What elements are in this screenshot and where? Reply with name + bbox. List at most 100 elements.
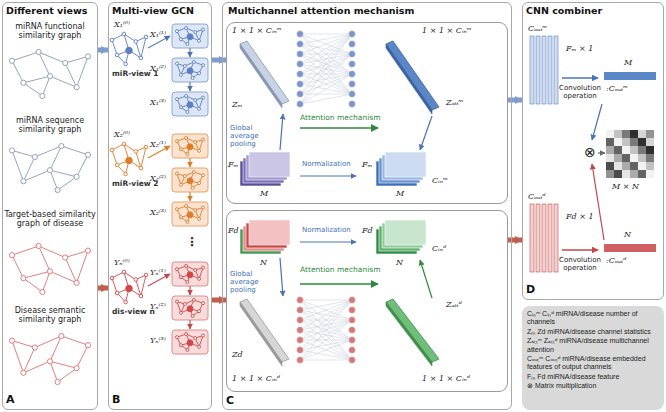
graph-edge (77, 56, 88, 87)
neuron (297, 307, 304, 314)
score-cell (646, 138, 654, 146)
graph-vertex (187, 102, 193, 108)
graph-vertex (134, 278, 138, 282)
neuron (297, 31, 304, 38)
weight-line (300, 300, 352, 310)
graph-edge (50, 361, 77, 368)
graph-vertex (85, 248, 90, 253)
weight-line (300, 360, 352, 361)
graph-vertex (85, 54, 90, 59)
graph-vertex (32, 154, 37, 159)
graph-vertex (36, 49, 41, 54)
math-symbol: :Cₒᵤₜᵐ (606, 84, 628, 93)
flow-arrow (212, 298, 226, 303)
graph-vertex (186, 111, 189, 114)
channel-vector-side (240, 44, 282, 108)
math-symbol: Fₘ × 1 (566, 44, 593, 53)
score-cell (614, 162, 622, 170)
neuron (297, 327, 304, 334)
graph-vertex (187, 144, 193, 150)
weight-line (300, 74, 352, 94)
graph-label: miRNA sequence similarity graph (4, 116, 96, 134)
neuron (297, 91, 304, 98)
graph-vertex (36, 243, 41, 248)
math-symbol: X₁⁽²⁾ (150, 64, 166, 73)
flow-arrow (420, 260, 432, 298)
math-symbol: Fd (362, 226, 373, 235)
panel-heading: Multi-view GCN (112, 6, 194, 17)
neuron (349, 297, 356, 304)
panel: Multichannel attention mechanismC1 × 1 ×… (222, 2, 512, 410)
flow-arrow (280, 114, 283, 150)
graph-vertex (185, 137, 188, 140)
graph-edge (136, 280, 141, 297)
math-symbol: 1 × 1 × Cᵢₙᵐ (232, 26, 282, 35)
neuron (349, 307, 356, 314)
score-cell (622, 170, 630, 178)
graph-vertex (144, 145, 148, 149)
math-symbol: 1 × 1 × Cᵢₙᵈ (232, 374, 280, 383)
similarity-graph (110, 142, 148, 176)
graph-vertex (202, 174, 205, 177)
graph-vertex (194, 337, 197, 340)
graph-edge (23, 83, 42, 96)
graph-vertex (176, 62, 179, 65)
flow-arrow (300, 283, 378, 285)
graph-edge (112, 150, 117, 165)
graph-vertex (194, 209, 197, 212)
channel-vector-side (240, 302, 282, 366)
neuron (349, 327, 356, 334)
graph-vertex (179, 38, 182, 41)
graph-vertex (187, 34, 193, 40)
ellipsis: ⋮ (186, 236, 198, 250)
graph-vertex (183, 303, 186, 306)
gcn-layer-box (172, 92, 208, 116)
gcn-layer-box (172, 168, 208, 192)
score-cell (630, 170, 638, 178)
graph-vertex (74, 280, 79, 285)
gcn-layer-box (172, 202, 208, 226)
graph-vertex (40, 93, 45, 98)
panel-heading: CNN combiner (526, 6, 602, 17)
channel-vector (386, 41, 439, 110)
neuron (349, 51, 356, 58)
score-cell (614, 138, 622, 146)
math-symbol: Cᵢₙᵈ (432, 244, 446, 253)
graph-edge (42, 271, 50, 292)
math-symbol: Cₒᵤₜᵐ (528, 24, 547, 33)
graph-vertex (202, 302, 205, 305)
graph-vertex (179, 344, 182, 347)
graph-vertex (9, 338, 14, 343)
similarity-graph (176, 95, 205, 114)
panel-letter: B (112, 394, 120, 407)
math-symbol: M (396, 189, 404, 198)
score-cell (614, 170, 622, 178)
panel: CNN combinerDCₒᵤₜᵐFₘ × 1Convolution oper… (522, 2, 664, 300)
neuron (297, 357, 304, 364)
graph-vertex (198, 277, 201, 280)
graph-vertex (202, 334, 205, 337)
fully-connected-layers (297, 31, 356, 108)
weight-line (300, 320, 352, 350)
math-symbol: 1 × 1 × Cᵢₙᵐ (422, 26, 472, 35)
conv-kernel (536, 204, 540, 272)
neuron (349, 61, 356, 68)
conv-kernel (542, 204, 546, 272)
math-symbol: Cₒᵤₜᵈ (528, 192, 546, 201)
score-cell (646, 130, 654, 138)
score-cell (630, 138, 638, 146)
panel-letter: D (526, 284, 535, 297)
flow-arrow (280, 258, 283, 296)
graph-vertex (124, 62, 128, 66)
feature-map (249, 152, 290, 177)
legend-entry: Fₘ Fd miRNA/disease feature (527, 373, 659, 381)
graph-vertex (198, 149, 201, 152)
math-symbol: M × N (612, 182, 639, 191)
flow-arrow (508, 98, 522, 103)
attention-label: Attention mechanism (300, 114, 380, 123)
legend-text: Cᵢₙᵐ Cᵢₙᵈ miRNA/disease number of channe… (527, 310, 638, 325)
score-cell (622, 162, 630, 170)
graph-vertex (187, 272, 193, 278)
legend-text: Cₒᵤₜᵐ Cₒᵤₜᵈ miRNA/disease embedded featu… (527, 355, 646, 370)
graph-vertex (122, 270, 126, 274)
